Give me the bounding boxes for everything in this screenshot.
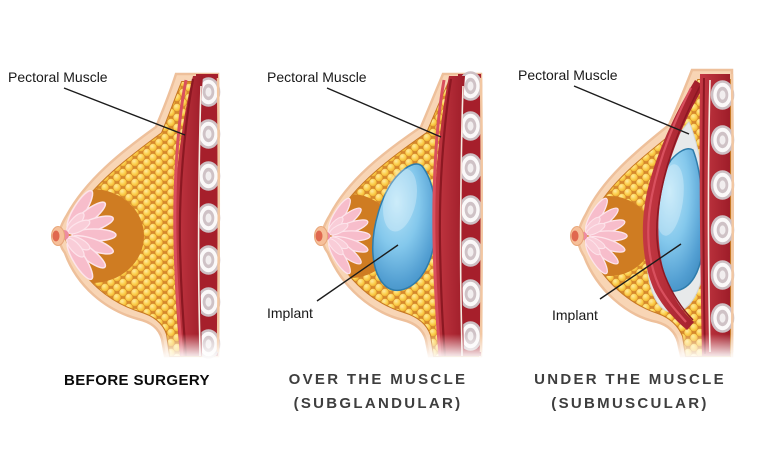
pectoral-muscle-drape	[642, 80, 704, 330]
caption-before-surgery: BEFORE SURGERY	[64, 372, 210, 389]
rib-cross-section	[710, 215, 735, 245]
rib-cross-section	[196, 245, 221, 275]
rib-cross-section	[710, 125, 735, 155]
panel-before-surgery: Pectoral Muscle BEFORE SURGERY	[8, 69, 240, 389]
bottom-fade	[620, 334, 750, 362]
muscle-fiber-shadow	[702, 77, 706, 355]
implant-label: Implant	[552, 307, 598, 323]
muscle-fiber-shadow	[656, 85, 701, 321]
rib-cross-section	[458, 279, 483, 309]
rib-cross-section	[710, 260, 735, 290]
rib-cross-section	[710, 80, 735, 110]
pectoral-muscle-label: Pectoral Muscle	[518, 67, 618, 83]
caption-over-the-muscle-line1: OVER THE MUSCLE	[289, 371, 468, 388]
pectoral-muscle-leader-line	[573, 85, 690, 135]
back-skin-line	[730, 73, 734, 353]
caption-under-the-muscle-line2: (SUBMUSCULAR)	[551, 395, 708, 412]
panel-under-the-muscle: Pectoral Muscle Implant UNDER THE MUSCLE…	[518, 67, 750, 412]
rib-cross-section	[710, 170, 735, 200]
implant-leader-line	[316, 244, 399, 302]
pectoral-muscle-leader-line	[63, 87, 186, 136]
rib-cross-section	[196, 287, 221, 317]
muscle-fiber-highlight	[173, 79, 188, 357]
rib-cross-section	[458, 237, 483, 267]
caption-over-the-muscle-line2: (SUBGLANDULAR)	[294, 395, 463, 412]
muscle-fiber-highlight	[647, 87, 692, 323]
panel-over-the-muscle: Pectoral Muscle Implant OVER THE MUSCLE …	[267, 69, 500, 412]
rib-cross-section	[196, 203, 221, 233]
pectoral-muscle-label: Pectoral Muscle	[8, 69, 108, 85]
bottom-fade	[370, 334, 500, 362]
rib-cross-section	[458, 195, 483, 225]
back-skin-line	[216, 77, 220, 353]
caption-under-the-muscle-line1: UNDER THE MUSCLE	[534, 371, 726, 388]
rib-cross-section	[458, 111, 483, 141]
rib-cross-section	[196, 119, 221, 149]
muscle-fiber-shadow	[178, 78, 195, 357]
back-skin-line	[479, 77, 483, 353]
nipple-tip	[52, 230, 60, 242]
fascia-line	[707, 79, 711, 353]
rib-cross-section	[458, 153, 483, 183]
nipple-tip	[571, 230, 579, 242]
muscle-fiber-highlight	[432, 79, 446, 357]
implant-highlight	[382, 168, 418, 232]
rib-cross-section	[710, 303, 735, 333]
pectoral-muscle-leader-line	[326, 87, 442, 138]
implant-leader-line	[599, 243, 682, 300]
nipple-tip	[315, 230, 323, 242]
rib-cross-section	[196, 161, 221, 191]
implant-label: Implant	[267, 305, 313, 321]
muscle-fiber-shadow	[438, 78, 453, 357]
bottom-fade	[110, 334, 240, 362]
pectoral-muscle-label: Pectoral Muscle	[267, 69, 367, 85]
